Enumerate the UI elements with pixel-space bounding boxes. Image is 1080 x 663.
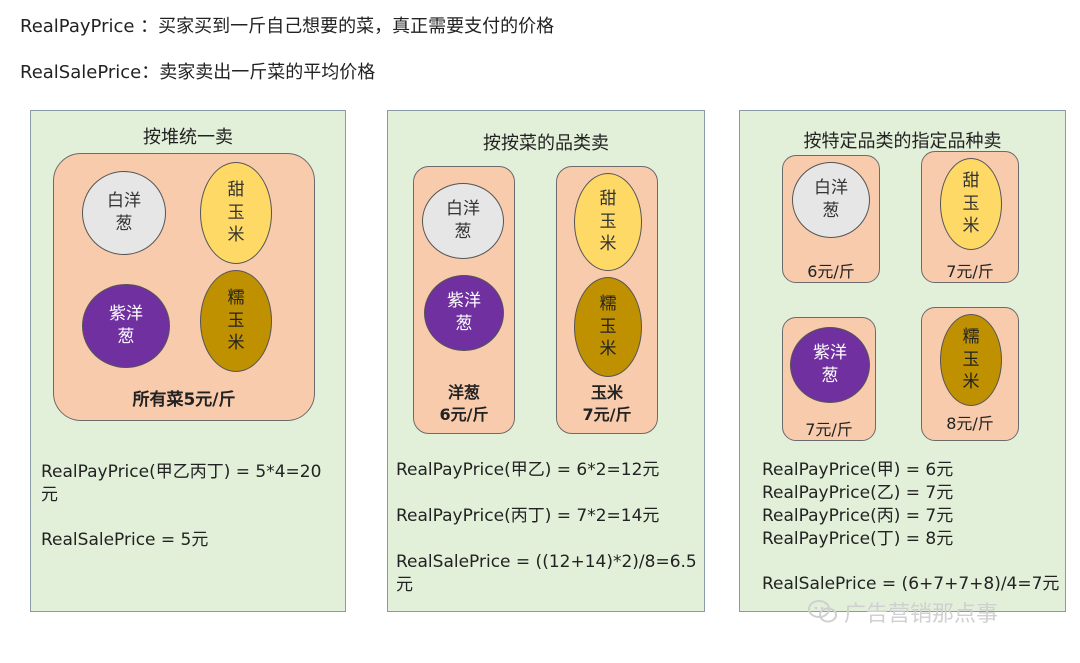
wechat-icon xyxy=(808,599,838,625)
glutinous-corn: 糯玉米 xyxy=(940,314,1002,406)
white-onion-price: 6元/斤 xyxy=(807,262,855,281)
formula-pay-onion: RealPayPrice(甲乙) = 6*2=12元 xyxy=(396,460,660,480)
formula-sale: RealSalePrice = ((12+14)*2)/8=6.5 元 xyxy=(396,552,697,595)
watermark: 广告营销那点事 xyxy=(808,596,998,628)
glutinous-corn: 糯玉米 xyxy=(200,270,272,372)
glutinous-corn: 糯玉米 xyxy=(574,277,642,377)
white-onion: 白洋葱 xyxy=(422,183,504,259)
glutinous-corn-price: 8元/斤 xyxy=(946,414,994,433)
purple-onion: 紫洋葱 xyxy=(82,284,170,368)
sweet-corn: 甜玉米 xyxy=(574,173,642,271)
purple-onion-price: 7元/斤 xyxy=(805,420,853,439)
glutinous-corn-box: 糯玉米 8元/斤 xyxy=(921,307,1019,441)
sweet-corn: 甜玉米 xyxy=(200,162,272,264)
white-onion: 白洋葱 xyxy=(792,162,870,238)
purple-onion-box: 紫洋葱 7元/斤 xyxy=(782,317,876,441)
purple-onion: 紫洋葱 xyxy=(424,275,504,351)
uniform-price: 所有菜5元/斤 xyxy=(132,390,236,410)
definition-real-pay-price: RealPayPrice ：买家买到一斤自己想要的菜，真正需要支付的价格 xyxy=(20,16,555,37)
formula-sale: RealSalePrice = 5元 xyxy=(41,530,209,550)
definition-real-sale-price: RealSalePrice：卖家卖出一斤菜的平均价格 xyxy=(20,62,376,83)
watermark-text: 广告营销那点事 xyxy=(844,602,999,627)
white-onion-box: 白洋葱 6元/斤 xyxy=(782,155,880,283)
formula-pay-list: RealPayPrice(甲) = 6元 RealPayPrice(乙) = 7… xyxy=(762,460,954,549)
sweet-corn-box: 甜玉米 7元/斤 xyxy=(921,151,1019,283)
purple-onion: 紫洋葱 xyxy=(790,327,870,403)
sweet-corn-price: 7元/斤 xyxy=(946,262,994,281)
white-onion: 白洋葱 xyxy=(82,171,166,255)
panel-title: 按按菜的品类卖 xyxy=(483,133,609,154)
all-vegetables-box: 白洋葱 甜玉米 紫洋葱 糯玉米 所有菜5元/斤 xyxy=(53,153,315,421)
panel-uniform-sale: 按堆统一卖 白洋葱 甜玉米 紫洋葱 糯玉米 所有菜5元/斤 RealPayPri… xyxy=(30,110,346,612)
formula-pay: RealPayPrice(甲乙丙丁) = 5*4=20 元 xyxy=(41,462,322,505)
panel-title: 按堆统一卖 xyxy=(143,127,233,148)
panel-title: 按特定品类的指定品种卖 xyxy=(803,131,1002,152)
panel-variety-sale: 按特定品类的指定品种卖 白洋葱 6元/斤 甜玉米 7元/斤 紫洋葱 7元/斤 糯… xyxy=(739,110,1066,612)
formula-pay-corn: RealPayPrice(丙丁) = 7*2=14元 xyxy=(396,506,660,526)
formula-sale: RealSalePrice = (6+7+7+8)/4=7元 xyxy=(762,574,1060,594)
sweet-corn: 甜玉米 xyxy=(940,158,1002,250)
